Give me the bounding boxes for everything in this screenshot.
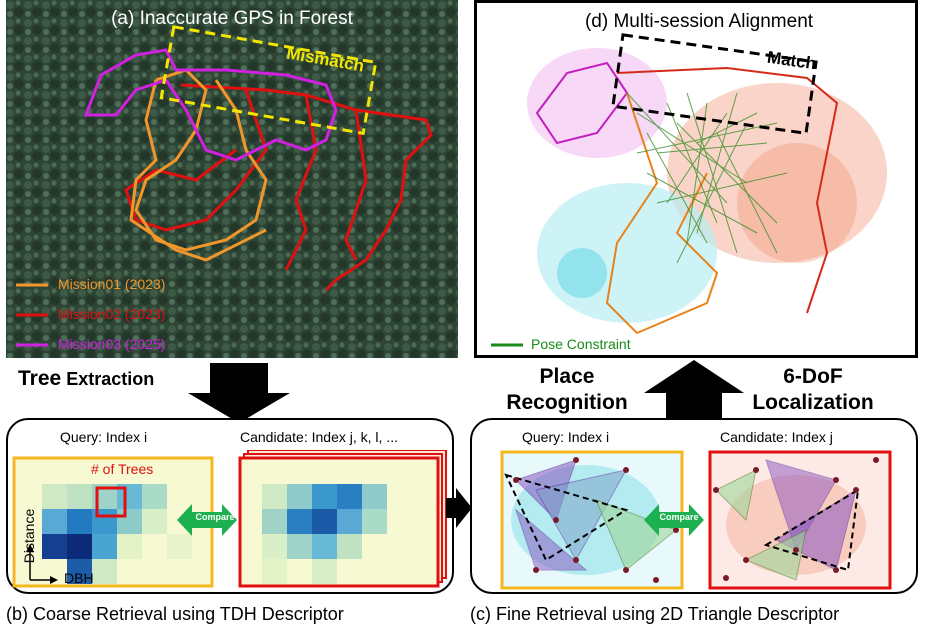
- panel-c-box: Query: Index i Candidate: Index j Compar…: [470, 418, 918, 594]
- highlight-cell: [95, 486, 127, 518]
- tdh-heatmaps: [12, 450, 447, 588]
- mission01-trajectory: [129, 68, 268, 262]
- place-recognition-line2: Recognition: [506, 391, 628, 414]
- tree-extraction-rest: Extraction: [61, 369, 155, 389]
- panel-d-alignment-map: (d) Multi-session Alignment Match Pose C…: [474, 0, 918, 358]
- query-label-b: Query: Index i: [60, 429, 148, 445]
- up-arrow: [644, 360, 744, 425]
- query-label-c: Query: Index i: [522, 429, 610, 445]
- tree-extraction-bold: Tree: [18, 367, 62, 390]
- panel-d-title: (d) Multi-session Alignment: [584, 11, 814, 32]
- aligned-map-visual: [491, 33, 887, 347]
- mission02-trajectory: [124, 83, 433, 292]
- caption-b: (b) Coarse Retrieval using TDH Descripto…: [6, 604, 344, 624]
- bc-arrow: [446, 488, 472, 528]
- down-arrow: [188, 363, 290, 423]
- mismatch-box: [159, 25, 378, 136]
- candidate-label-b: Candidate: Index j, k, l, ...: [240, 429, 398, 445]
- legend-mission02: Mission02 (2023): [58, 306, 166, 322]
- place-recognition-line1: Place: [539, 365, 595, 388]
- localization-label: 6-DoF Localization: [738, 364, 888, 416]
- match-box: [611, 33, 818, 135]
- flow-arrows: [188, 360, 744, 425]
- candidate-label-c: Candidate: Index j: [720, 429, 833, 445]
- dbh-axis-label: DBH: [64, 570, 94, 586]
- localization-line1: 6-DoF: [783, 365, 843, 388]
- triangle-descriptors: [500, 450, 892, 590]
- caption-c: (c) Fine Retrieval using 2D Triangle Des…: [470, 604, 840, 624]
- panel-a-gps-map: (a) Inaccurate GPS in Forest Mismatch Mi…: [6, 0, 458, 358]
- mission03-trajectory: [83, 48, 338, 162]
- compare-label-b: Compare: [195, 512, 235, 522]
- panel-a-title: (a) Inaccurate GPS in Forest: [111, 8, 353, 29]
- compare-arrow-b[interactable]: [177, 504, 237, 536]
- distance-axis-label: Distance: [21, 508, 38, 564]
- compare-label-c: Compare: [659, 512, 699, 522]
- panel-b-box: Query: Index i Candidate: Index j, k, l,…: [6, 418, 454, 594]
- legend-mission01: Mission01 (2023): [58, 276, 166, 292]
- compare-arrow-c[interactable]: [644, 504, 704, 536]
- tree-extraction-label: Tree Extraction: [18, 367, 154, 391]
- localization-line2: Localization: [752, 391, 874, 414]
- legend-mission03: Mission03 (2025): [58, 336, 166, 352]
- forest-aerial-map: [6, 0, 458, 358]
- place-recognition-label: Place Recognition: [492, 364, 642, 416]
- legend-pose-constraint: Pose Constraint: [531, 336, 631, 352]
- trees-label: # of Trees: [91, 461, 154, 477]
